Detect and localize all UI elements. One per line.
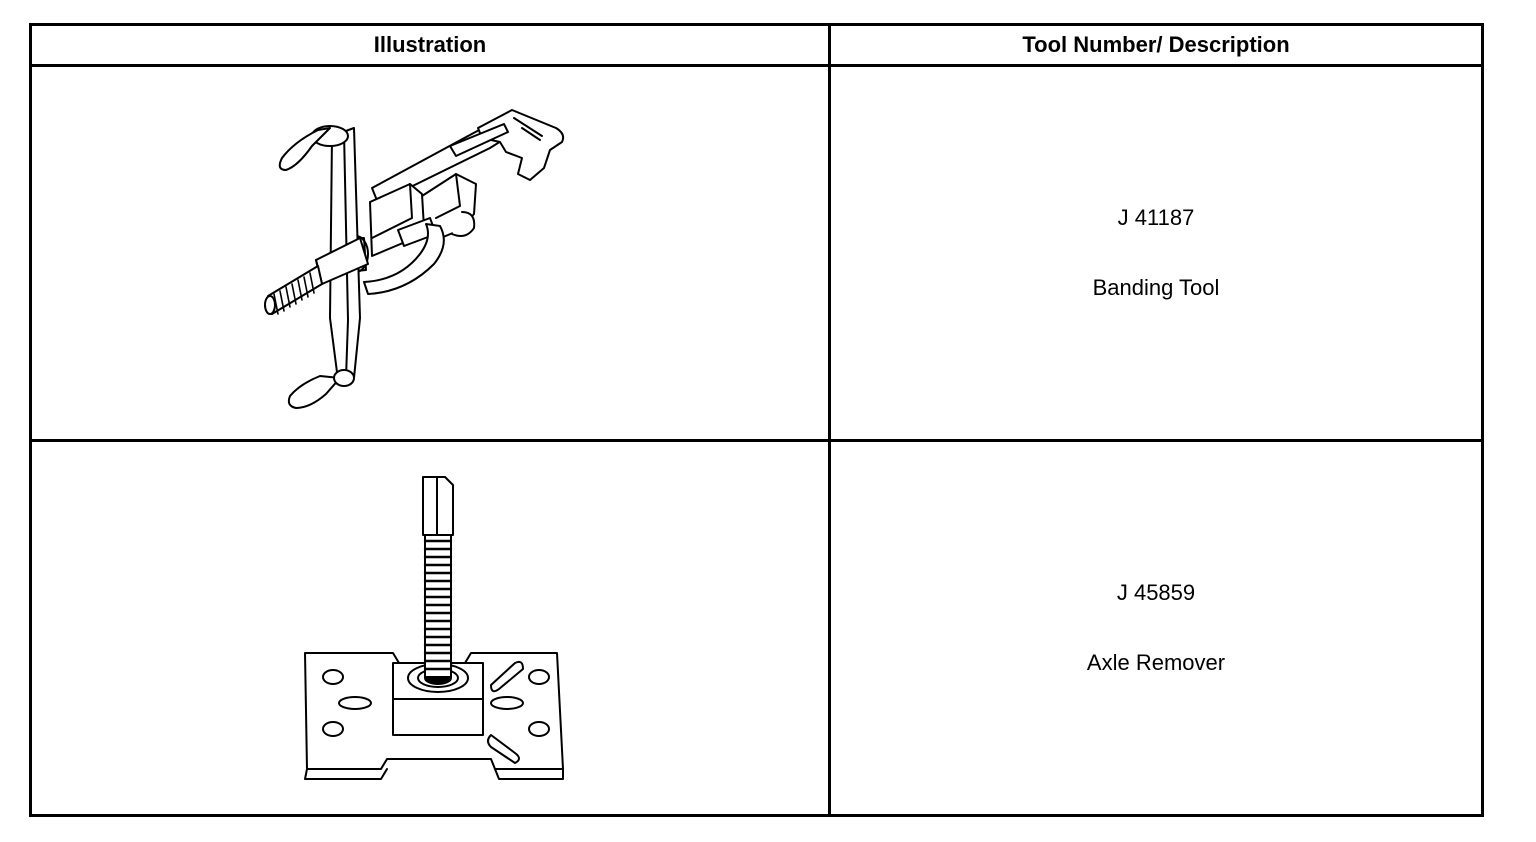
header-row: Illustration Tool Number/ Description	[29, 23, 1484, 67]
tool-description-cell: J 41187 Banding Tool	[828, 64, 1484, 442]
table-row: J 41187 Banding Tool	[29, 64, 1484, 442]
tool-description: Banding Tool	[1092, 275, 1220, 300]
tool-number: J 41187	[1117, 205, 1195, 230]
tool-number: J 45859	[1116, 580, 1196, 605]
table-row: J 45859 Axle Remover	[29, 439, 1484, 817]
tool-description: Axle Remover	[1086, 650, 1226, 675]
header-illustration: Illustration	[29, 23, 831, 67]
illustration-cell	[29, 64, 831, 442]
banding-tool-icon	[264, 109, 565, 409]
header-tool-description: Tool Number/ Description	[828, 23, 1484, 67]
tool-description-cell: J 45859 Axle Remover	[828, 439, 1484, 817]
tool-table: Illustration Tool Number/ Description	[29, 23, 1484, 817]
axle-remover-icon	[304, 476, 564, 780]
illustration-cell	[29, 439, 831, 817]
